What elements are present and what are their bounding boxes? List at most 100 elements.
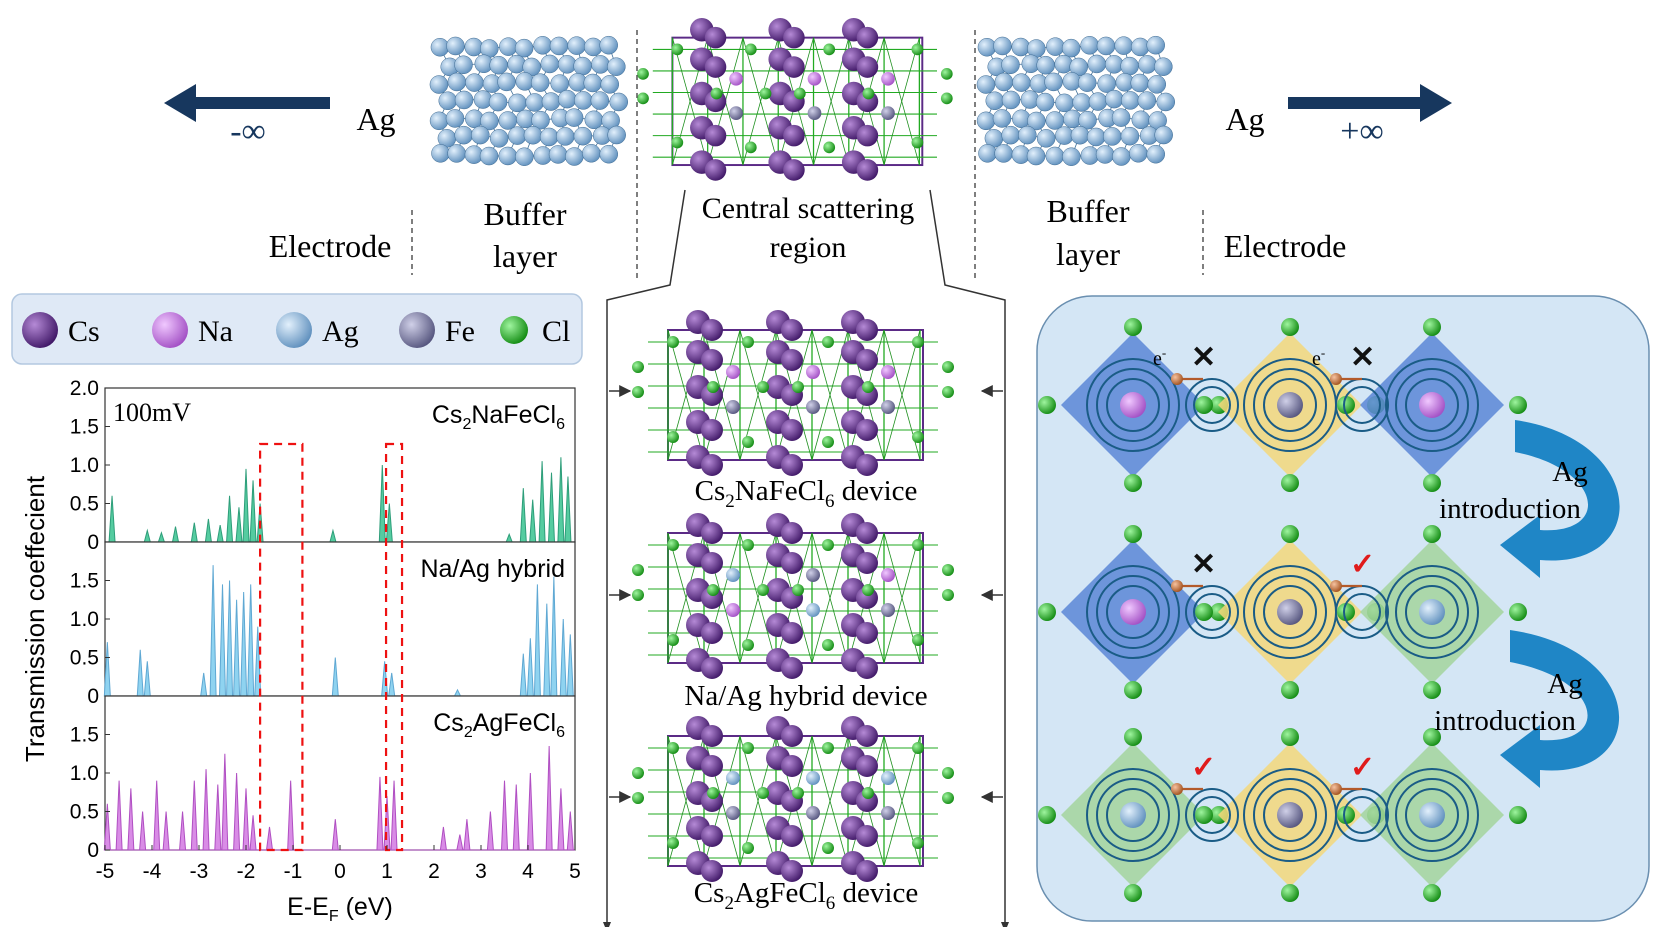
ag-atom xyxy=(567,36,586,55)
ag-atom xyxy=(438,91,458,111)
bias-annotation: 100mV xyxy=(113,398,191,427)
cs-atom xyxy=(856,454,878,476)
center-atom xyxy=(1419,802,1445,828)
intro-label-1: introduction xyxy=(1439,493,1581,525)
cl-atom xyxy=(822,639,834,651)
ag-atom xyxy=(1001,55,1020,75)
legend-label-cs: Cs xyxy=(68,315,100,348)
ag-atom xyxy=(1130,73,1150,93)
ag-atom xyxy=(1078,110,1097,130)
ag-atom xyxy=(1120,126,1140,146)
cl-atom xyxy=(1124,525,1142,543)
cl-atom xyxy=(911,43,924,56)
bridge-orbital xyxy=(1193,386,1231,424)
b-site-atom xyxy=(729,71,743,86)
orbital-ring xyxy=(1405,585,1459,639)
cs-atom xyxy=(781,657,803,679)
cl-atom xyxy=(942,361,954,373)
ag-atom xyxy=(993,36,1012,56)
device-column: Cs2NaFeCl6 device Na/Ag hybrid device Cs… xyxy=(609,310,1003,914)
ag-atom xyxy=(1070,125,1090,145)
ag-atom xyxy=(540,54,560,74)
cl-atom xyxy=(757,584,769,596)
b-site-atom xyxy=(806,603,820,617)
cl-atom xyxy=(822,842,834,854)
ag-atom xyxy=(1012,73,1031,92)
electron xyxy=(1330,580,1342,592)
mechanism-row: ✓✓ xyxy=(1038,728,1527,902)
ag-atom xyxy=(1044,72,1063,92)
cs-atom xyxy=(704,26,727,49)
cs-atom xyxy=(856,349,878,371)
cs-atom xyxy=(856,755,878,777)
chart-panel-frame xyxy=(104,387,576,543)
allowed-mark: ✓ xyxy=(1350,751,1375,784)
orbital-ring xyxy=(1385,358,1479,452)
cs-atom xyxy=(781,860,803,882)
cs-atom xyxy=(704,159,727,181)
ag-atom xyxy=(1086,127,1106,147)
legend-swatch-cl xyxy=(500,316,528,344)
cs-atom xyxy=(704,56,727,78)
cl-atom xyxy=(710,87,723,100)
cl-atom xyxy=(632,361,644,373)
electron xyxy=(1171,580,1183,592)
cl-atom xyxy=(822,436,834,448)
highlight-box xyxy=(259,442,304,852)
ag-atom xyxy=(1045,146,1065,166)
orbital-ring xyxy=(1405,378,1459,432)
cl-atom xyxy=(862,787,874,799)
cs-atom xyxy=(781,825,803,847)
minus-infinity-label: -∞ xyxy=(230,113,266,150)
cs-atom xyxy=(856,26,879,49)
cl-atom xyxy=(942,386,954,398)
bridge-orbital xyxy=(1185,788,1239,842)
cl-atom xyxy=(1337,806,1355,824)
cs-atom xyxy=(856,552,878,574)
b-site-atom xyxy=(806,365,820,379)
ag-atom xyxy=(1121,91,1140,110)
cl-atom xyxy=(912,539,924,551)
b-site-atom xyxy=(729,106,743,120)
cl-atom xyxy=(667,634,679,646)
cs-atom xyxy=(783,124,805,147)
cl-atom xyxy=(862,381,874,393)
orbital-ring xyxy=(1395,575,1469,649)
bridge-orbital xyxy=(1193,796,1231,834)
cl-atom xyxy=(942,792,954,804)
ag-atom xyxy=(550,74,569,93)
bridge-orbital xyxy=(1193,593,1231,631)
b-site-atom xyxy=(806,400,820,414)
cs-atom xyxy=(856,56,879,78)
legend-swatch-fe xyxy=(399,312,435,348)
cl-atom xyxy=(742,539,754,551)
cl-atom xyxy=(1195,806,1213,824)
orbital-ring xyxy=(1395,778,1469,852)
ag-atom xyxy=(591,55,610,74)
ag-atom xyxy=(557,55,577,74)
cl-atom xyxy=(632,386,644,398)
orbital-ring xyxy=(1086,358,1180,452)
x-tick-label: 3 xyxy=(475,860,487,883)
ag-atom xyxy=(514,38,534,58)
central-label-1: Central scattering xyxy=(702,192,914,225)
ag-atom xyxy=(609,92,628,112)
cl-atom xyxy=(1509,806,1527,824)
mechanism-panel: e-✕e-✕✕✓✓✓ Ag introduction Ag introducti… xyxy=(1036,295,1650,922)
legend-swatch-cs xyxy=(22,312,58,348)
ag-atom xyxy=(607,125,626,145)
orbital-ring xyxy=(1096,778,1170,852)
right-buffer-label-1: Buffer xyxy=(1047,193,1130,229)
cl-atom xyxy=(942,767,954,779)
x-tick-label: 5 xyxy=(569,860,581,883)
ag-atom xyxy=(1001,125,1020,145)
orbital-ring xyxy=(1263,585,1317,639)
orbital-ring xyxy=(1263,788,1317,842)
cs-atom xyxy=(701,454,723,476)
center-atom xyxy=(1120,392,1146,418)
ag-atom xyxy=(607,57,626,76)
ag-atom xyxy=(992,109,1012,128)
electron xyxy=(1330,373,1342,385)
cl-atom xyxy=(1124,474,1142,492)
